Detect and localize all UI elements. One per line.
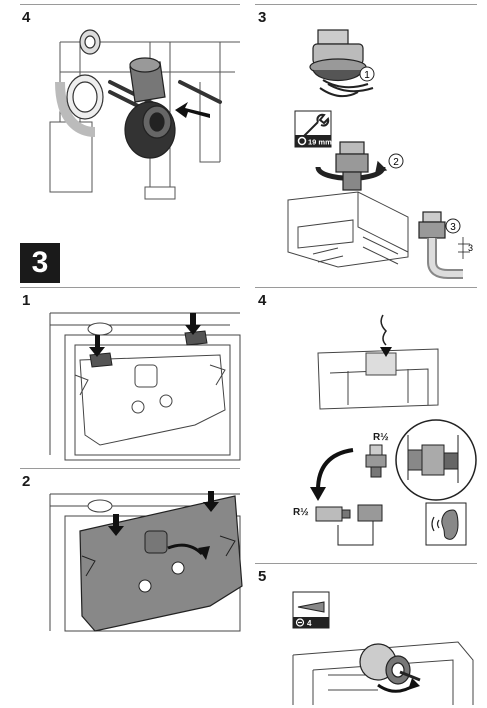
step-number: 1: [22, 292, 31, 309]
callout-number: 1: [364, 70, 370, 81]
step-number: 2: [22, 473, 31, 490]
step-number: 3: [258, 9, 267, 26]
connector-installation-illustration: [49, 29, 240, 200]
divider: [255, 563, 477, 564]
step-number: 5: [258, 568, 267, 585]
divider: [255, 287, 477, 288]
wrench-size-label: 19 mm: [308, 138, 332, 147]
valve-installation-illustration: 1 19 mm 2 3 3: [287, 29, 473, 279]
dimension-value: 3: [468, 243, 473, 253]
divider: [20, 468, 240, 469]
thread-label: R½: [373, 432, 389, 443]
divider: [20, 287, 240, 288]
wrench-icon: 19 mm: [294, 110, 332, 148]
callout-number: 3: [450, 222, 456, 233]
callout-number: 2: [393, 157, 399, 168]
cover-plate-removal-illustration: [49, 491, 243, 632]
divider: [255, 4, 477, 5]
tool-size-label: 4: [307, 619, 312, 628]
section-badge: 3: [20, 243, 60, 283]
step-number: 4: [22, 9, 31, 26]
screwdriver-icon: 4: [292, 591, 330, 629]
divider: [20, 4, 240, 5]
ear-icon: [425, 502, 467, 546]
cover-plate-step-illustration: [49, 312, 241, 461]
step-number: 4: [258, 292, 267, 309]
valve-check-illustration: [310, 314, 477, 546]
thread-label: R½: [293, 507, 309, 518]
valve-adjustment-illustration: 4: [292, 591, 474, 705]
